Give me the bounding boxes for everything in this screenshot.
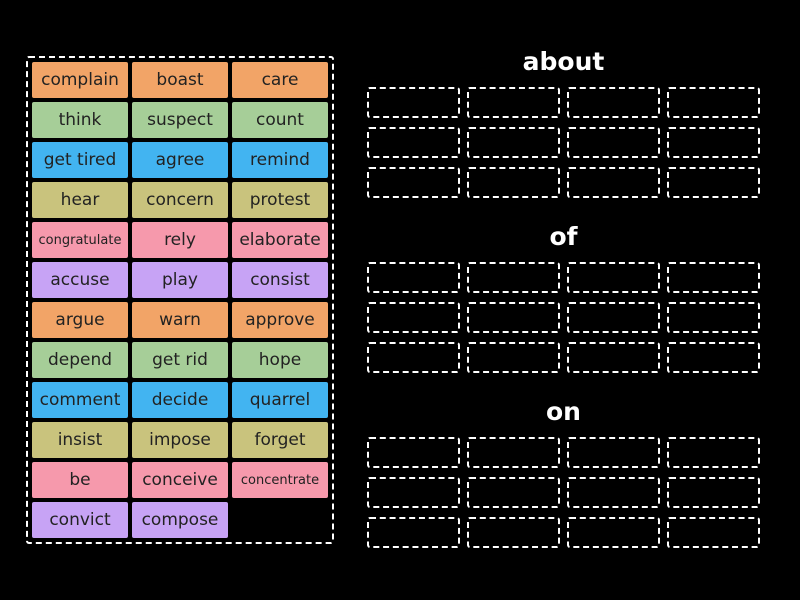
group-title: of [549, 222, 578, 251]
drop-slot[interactable] [667, 342, 760, 373]
word-tile[interactable]: count [232, 102, 328, 138]
drop-slot[interactable] [667, 87, 760, 118]
word-tile[interactable]: think [32, 102, 128, 138]
group-on: on [367, 396, 760, 548]
drop-slot[interactable] [367, 167, 460, 198]
drop-slot[interactable] [567, 342, 660, 373]
drop-slot[interactable] [467, 342, 560, 373]
drop-slot[interactable] [367, 477, 460, 508]
slot-grid [367, 87, 760, 198]
drop-slot[interactable] [467, 127, 560, 158]
drop-slot[interactable] [467, 167, 560, 198]
drop-slot[interactable] [667, 437, 760, 468]
word-tile[interactable]: forget [232, 422, 328, 458]
word-tile[interactable]: rely [132, 222, 228, 258]
drop-slot[interactable] [567, 127, 660, 158]
drop-slot[interactable] [467, 517, 560, 548]
word-tile[interactable]: warn [132, 302, 228, 338]
drop-slot[interactable] [367, 342, 460, 373]
slot-grid [367, 262, 760, 373]
drop-slot[interactable] [667, 477, 760, 508]
drop-slot[interactable] [367, 262, 460, 293]
word-tile[interactable]: suspect [132, 102, 228, 138]
drop-slot[interactable] [367, 87, 460, 118]
word-tile[interactable]: remind [232, 142, 328, 178]
drop-slot[interactable] [567, 477, 660, 508]
group-title: about [522, 47, 605, 76]
word-tile[interactable]: approve [232, 302, 328, 338]
word-tile[interactable]: hear [32, 182, 128, 218]
word-tile[interactable]: consist [232, 262, 328, 298]
word-tile[interactable]: accuse [32, 262, 128, 298]
word-tile[interactable]: congratulate [32, 222, 128, 258]
word-tile[interactable]: concern [132, 182, 228, 218]
drop-slot[interactable] [667, 167, 760, 198]
word-tile[interactable]: care [232, 62, 328, 98]
drop-slot[interactable] [367, 517, 460, 548]
word-tile[interactable]: hope [232, 342, 328, 378]
word-tile[interactable]: get rid [132, 342, 228, 378]
drop-slot[interactable] [367, 127, 460, 158]
word-tile[interactable]: play [132, 262, 228, 298]
word-tile[interactable]: comment [32, 382, 128, 418]
word-tile[interactable]: complain [32, 62, 128, 98]
word-tile[interactable]: argue [32, 302, 128, 338]
word-tile[interactable]: protest [232, 182, 328, 218]
word-tile[interactable]: get tired [32, 142, 128, 178]
drop-slot[interactable] [567, 262, 660, 293]
word-tile[interactable]: boast [132, 62, 228, 98]
drop-slot[interactable] [467, 87, 560, 118]
word-tile[interactable]: elaborate [232, 222, 328, 258]
word-tile[interactable]: concentrate [232, 462, 328, 498]
drop-slot[interactable] [467, 302, 560, 333]
drop-slot[interactable] [567, 302, 660, 333]
word-tile[interactable]: compose [132, 502, 228, 538]
slot-grid [367, 437, 760, 548]
drop-slot[interactable] [467, 437, 560, 468]
word-tile[interactable]: conceive [132, 462, 228, 498]
word-tile[interactable]: insist [32, 422, 128, 458]
drop-slot[interactable] [367, 302, 460, 333]
drop-slot[interactable] [567, 437, 660, 468]
drop-slot[interactable] [667, 127, 760, 158]
drop-slot[interactable] [567, 87, 660, 118]
word-tile[interactable]: be [32, 462, 128, 498]
word-tile[interactable]: agree [132, 142, 228, 178]
group-about: about [367, 46, 760, 198]
word-tile[interactable]: decide [132, 382, 228, 418]
word-tile[interactable]: quarrel [232, 382, 328, 418]
drop-slot[interactable] [467, 477, 560, 508]
drop-slot[interactable] [667, 302, 760, 333]
group-of: of [367, 221, 760, 373]
word-tile[interactable]: convict [32, 502, 128, 538]
drop-slot[interactable] [667, 262, 760, 293]
group-title: on [546, 397, 581, 426]
drop-slot[interactable] [667, 517, 760, 548]
drop-slot[interactable] [567, 517, 660, 548]
word-tile[interactable]: depend [32, 342, 128, 378]
drop-slot[interactable] [467, 262, 560, 293]
drop-slot[interactable] [367, 437, 460, 468]
word-tile[interactable]: impose [132, 422, 228, 458]
drop-slot[interactable] [567, 167, 660, 198]
